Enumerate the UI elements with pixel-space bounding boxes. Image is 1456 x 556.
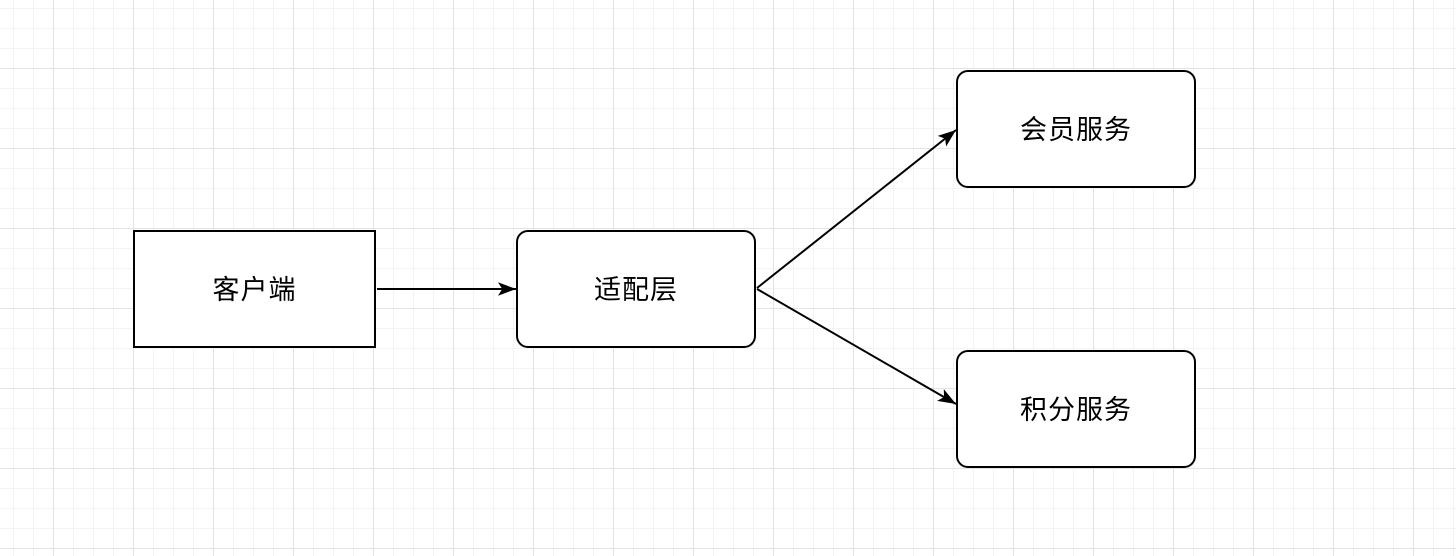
node-member-service[interactable]: 会员服务 [956, 70, 1196, 188]
node-points-service[interactable]: 积分服务 [956, 350, 1196, 468]
node-adapter-layer[interactable]: 适配层 [516, 230, 756, 348]
edge-adapter-to-member-service [756, 129, 957, 289]
node-client-label: 客户端 [212, 274, 297, 305]
edge-adapter-to-points-service [756, 288, 957, 405]
node-adapter-layer-label: 适配层 [594, 274, 678, 305]
node-client[interactable]: 客户端 [133, 230, 376, 348]
node-member-service-label: 会员服务 [1020, 114, 1132, 145]
node-points-service-label: 积分服务 [1020, 394, 1132, 425]
